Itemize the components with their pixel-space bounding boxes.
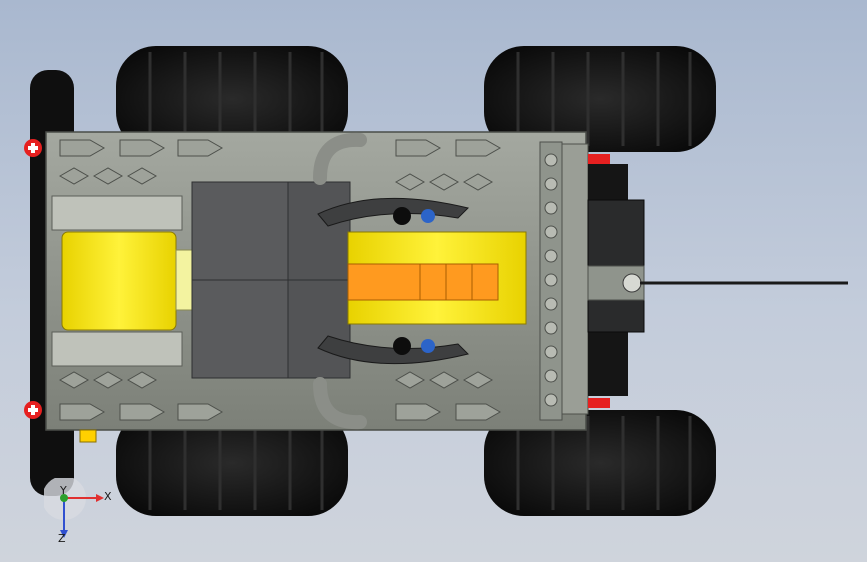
steering-arm-top bbox=[317, 197, 469, 227]
hose-top bbox=[313, 132, 367, 185]
liftarm-holes bbox=[544, 153, 558, 407]
yellow-pin-front bbox=[79, 429, 97, 443]
front-yellow-panel bbox=[61, 231, 177, 331]
front-panel-connector bbox=[175, 249, 193, 311]
pin-row-rear-top bbox=[394, 139, 502, 191]
tire-rear-top bbox=[484, 46, 716, 152]
axle-hole-bottom bbox=[393, 337, 411, 355]
triad-x-label: X bbox=[104, 490, 112, 503]
triad-z-label: Z bbox=[58, 532, 66, 545]
rear-frame bbox=[561, 143, 589, 415]
pin-row-front-top bbox=[58, 139, 224, 185]
orientation-triad bbox=[44, 478, 104, 538]
frame-beam-top bbox=[51, 195, 183, 231]
triad-x-arrow bbox=[96, 494, 104, 502]
frame-beam-bottom bbox=[51, 331, 183, 367]
pin-row-front-bottom bbox=[58, 371, 224, 421]
triad-z-arrow bbox=[60, 530, 68, 538]
pin-row-rear-bottom bbox=[394, 371, 502, 421]
hose-bottom bbox=[313, 377, 367, 430]
axle-hole-top bbox=[393, 207, 411, 225]
axle-blue-bottom bbox=[421, 339, 435, 353]
red-pin-bottom-left bbox=[24, 401, 42, 419]
red-pin-rear-top bbox=[588, 154, 610, 164]
hitch-pin bbox=[622, 273, 642, 293]
tire-front-bottom bbox=[116, 410, 348, 516]
steering-arm-bottom bbox=[317, 335, 469, 365]
tire-rear-bottom bbox=[484, 410, 716, 516]
axle-blue-top bbox=[421, 209, 435, 223]
center-orange-bar bbox=[347, 263, 499, 301]
red-pin-rear-bottom bbox=[588, 398, 610, 408]
tire-front-top bbox=[116, 46, 348, 152]
triad-y-dot bbox=[60, 494, 68, 502]
red-pin-top-left bbox=[24, 139, 42, 157]
triad-y-label: Y bbox=[60, 484, 67, 497]
